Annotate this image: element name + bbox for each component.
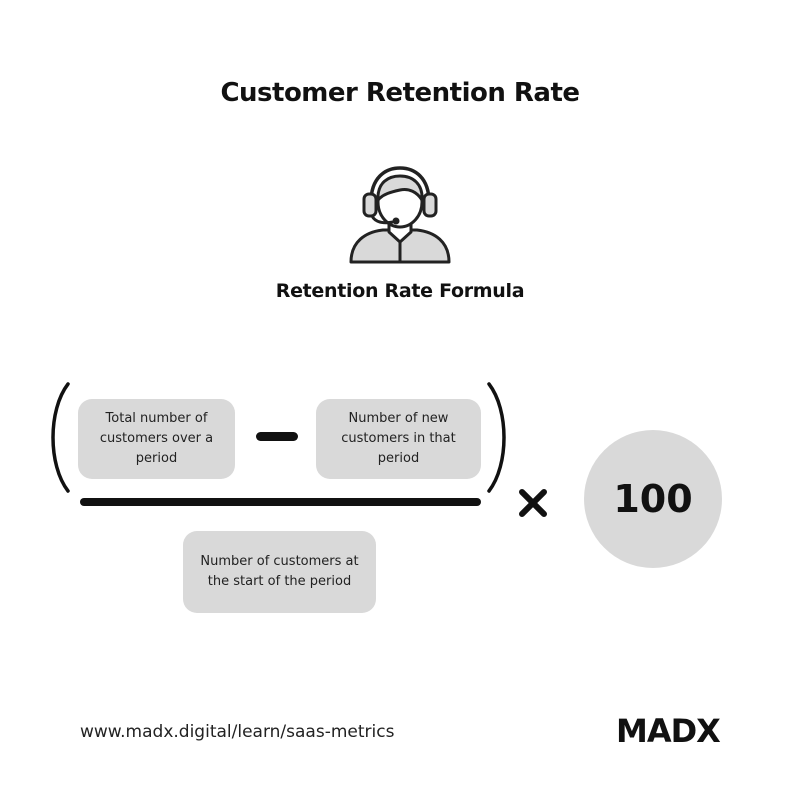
minus-sign — [256, 432, 298, 441]
fraction-bar — [80, 498, 481, 506]
total-customers-box: Total number of customers over a period — [78, 399, 235, 479]
multiply-icon — [519, 489, 547, 517]
multiplier-circle: 100 — [584, 430, 722, 568]
open-parenthesis — [51, 382, 70, 493]
footer-url[interactable]: www.madx.digital/learn/saas-metrics — [80, 722, 395, 742]
multiplier-value: 100 — [613, 477, 693, 521]
customer-support-headset-icon — [349, 166, 451, 264]
formula-heading: Retention Rate Formula — [275, 280, 525, 302]
new-customers-box: Number of new customers in that period — [316, 399, 481, 479]
page-title: Customer Retention Rate — [220, 78, 580, 108]
close-parenthesis — [487, 382, 506, 493]
starting-customers-box: Number of customers at the start of the … — [183, 531, 376, 613]
madx-logo: MADX — [616, 712, 721, 750]
